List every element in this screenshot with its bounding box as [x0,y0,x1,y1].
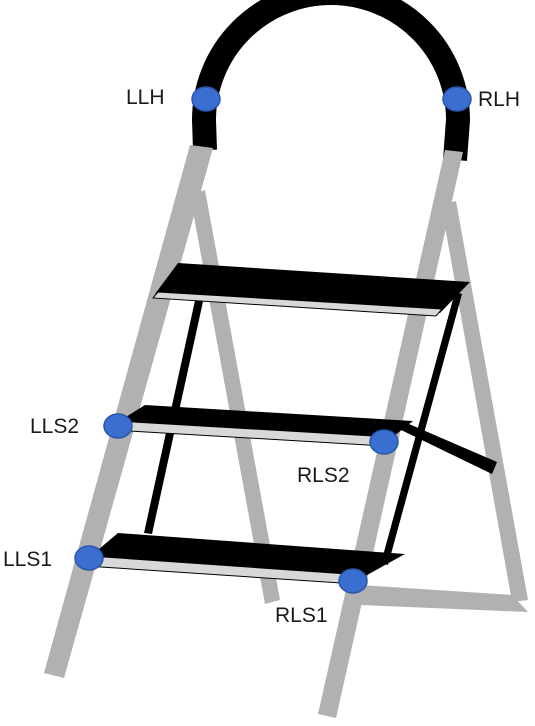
middle-step [112,405,413,447]
bottom-step-tread [86,533,405,580]
label-rls1: RLS1 [275,604,328,627]
side-brace [397,421,497,474]
marker-llh [191,86,221,112]
marker-rls2 [369,429,399,455]
label-llh: LLH [126,86,165,109]
label-lls1: LLS1 [3,548,52,571]
top-step-tread [155,263,470,313]
markers [74,86,472,594]
top-step [151,263,470,317]
marker-rls1 [338,568,368,594]
marker-lls1 [74,545,104,571]
rear-right-leg [441,201,528,602]
label-rlh: RLH [478,88,520,111]
label-rls2: RLS2 [297,464,350,487]
labels: LLH RLH LLS2 RLS2 LLS1 RLS1 [3,86,520,627]
marker-rlh [442,86,472,112]
rear-bottom-bar [360,585,528,612]
top-step-edge [151,291,444,317]
marker-lls2 [103,413,133,439]
label-lls2: LLS2 [30,415,79,438]
handle-arc [191,0,471,161]
right-brace [381,292,462,565]
